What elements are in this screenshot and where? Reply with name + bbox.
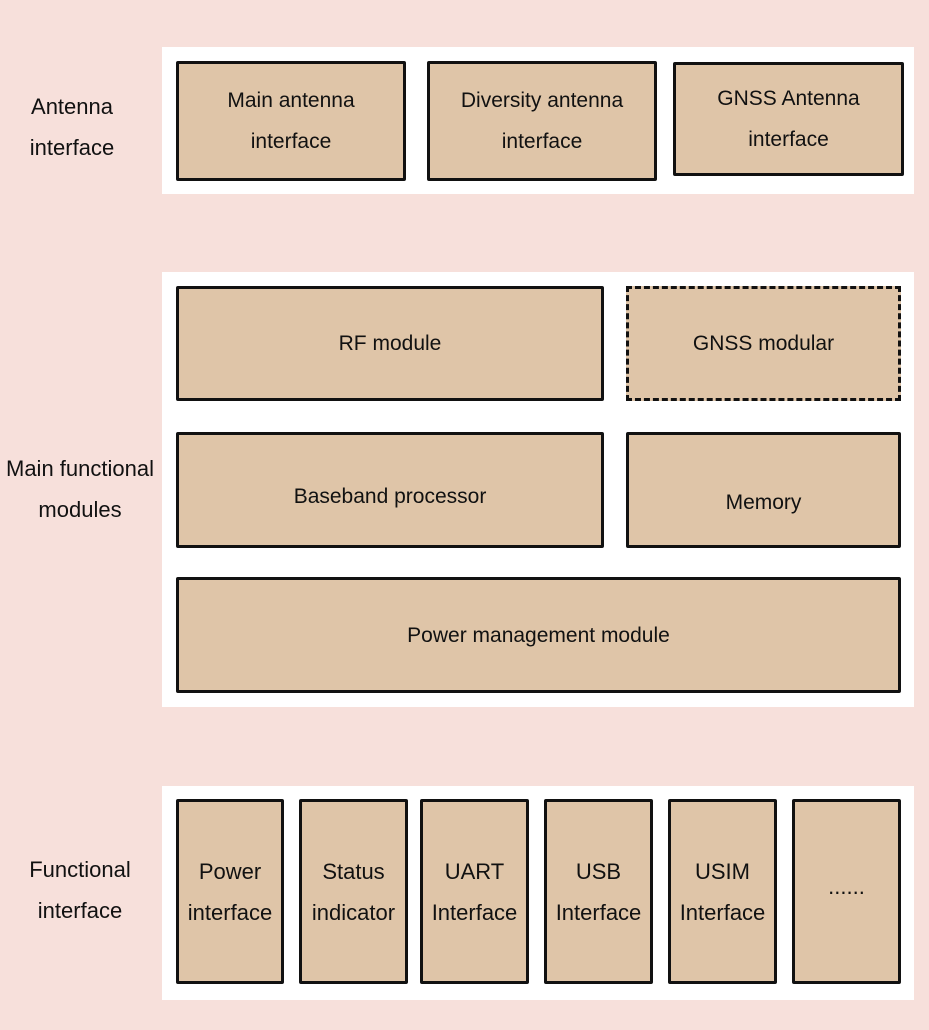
main-antenna-interface-text: Main antenna interface [227, 89, 355, 153]
usim-interface-box[interactable]: USIM Interface [668, 799, 777, 984]
uart-interface-text: UART Interface [431, 858, 518, 925]
gnss-antenna-interface-text: GNSS Antenna interface [717, 87, 860, 151]
usb-interface-box[interactable]: USB Interface [544, 799, 653, 984]
memory-text: Memory [725, 491, 802, 514]
power-interface-text: Power interface [187, 858, 273, 925]
rf-module-box[interactable]: RF module [176, 286, 604, 401]
usim-interface-text: USIM Interface [679, 858, 766, 925]
main-antenna-interface-box[interactable]: Main antenna interface [176, 61, 406, 181]
power-management-module-box[interactable]: Power management module [176, 577, 901, 693]
diversity-antenna-interface-box[interactable]: Diversity antenna interface [427, 61, 657, 181]
gnss-antenna-interface-box[interactable]: GNSS Antenna interface [673, 62, 904, 176]
section-label-functional-interface: Functional interface [29, 857, 131, 923]
memory-box[interactable]: Memory [626, 432, 901, 548]
baseband-processor-box[interactable]: Baseband processor [176, 432, 604, 548]
status-indicator-box[interactable]: Status indicator [299, 799, 408, 984]
power-management-module-text: Power management module [407, 623, 670, 647]
power-interface-box[interactable]: Power interface [176, 799, 284, 984]
section-label-antenna-interface: Antenna interface [29, 94, 115, 160]
diversity-antenna-interface-text: Diversity antenna interface [460, 89, 624, 153]
more-interfaces-box[interactable]: ...... [792, 799, 901, 984]
usb-interface-text: USB Interface [555, 858, 642, 925]
more-interfaces-ellipsis: ...... [828, 874, 865, 899]
uart-interface-box[interactable]: UART Interface [420, 799, 529, 984]
section-label-main-functional-modules: Main functional modules [6, 456, 154, 522]
gnss-modular-box[interactable]: GNSS modular [626, 286, 901, 401]
gnss-modular-text: GNSS modular [692, 332, 835, 355]
status-indicator-text: Status indicator [311, 858, 396, 925]
rf-module-text: RF module [338, 332, 442, 355]
baseband-processor-text: Baseband processor [293, 485, 487, 508]
functional-interface-panel [162, 786, 914, 1000]
